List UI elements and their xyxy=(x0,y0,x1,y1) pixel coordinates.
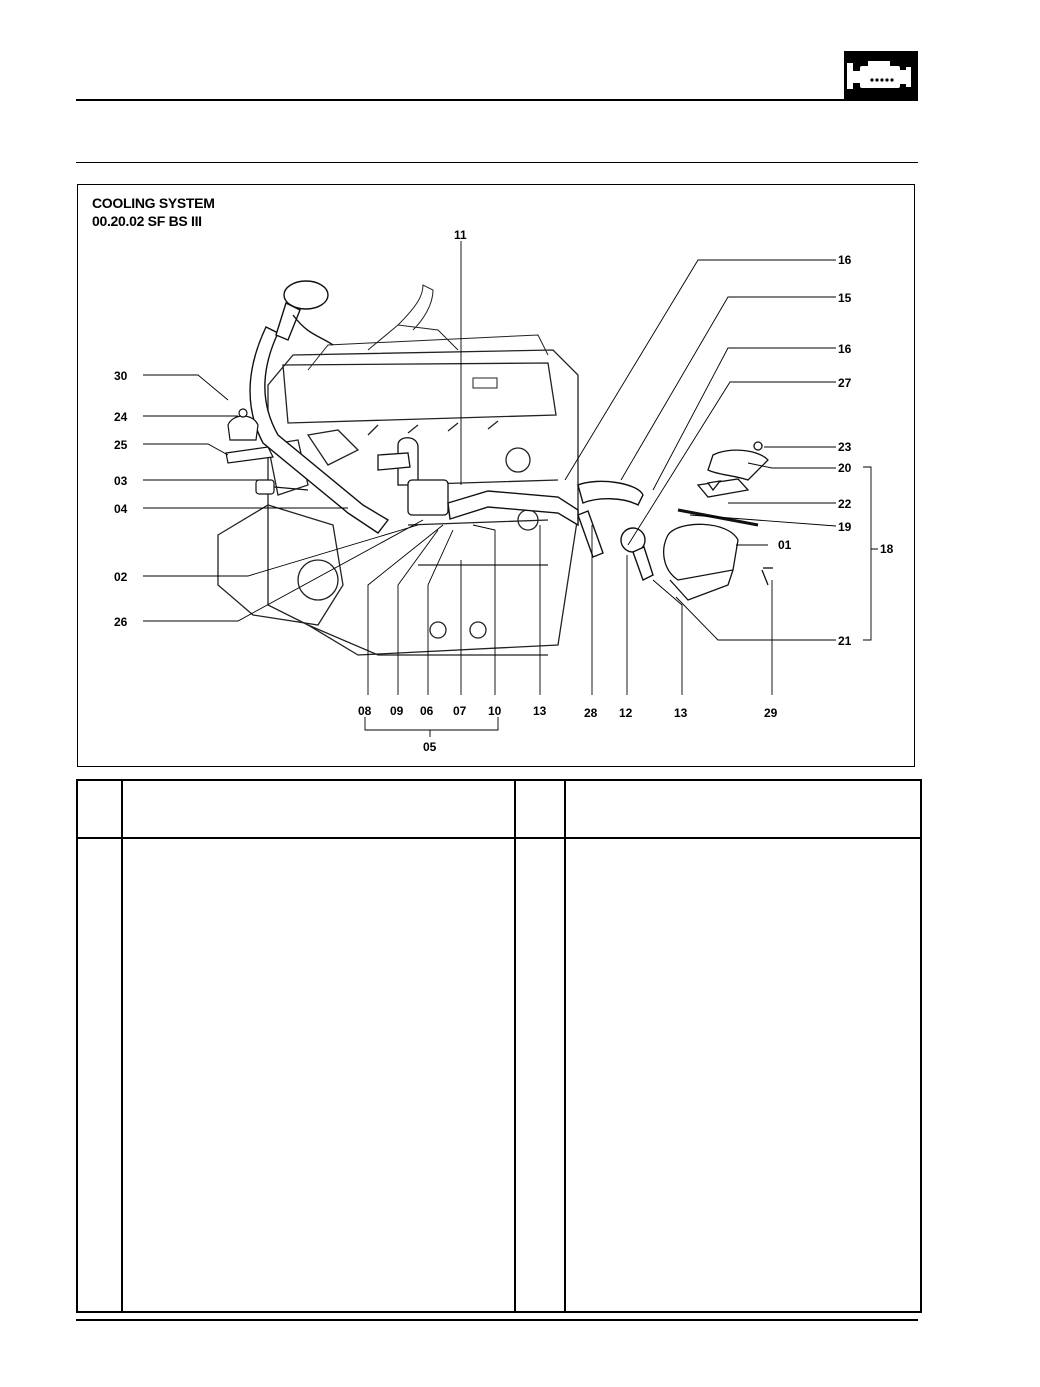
callout-01: 01 xyxy=(778,538,792,552)
header-cell-desc-right xyxy=(564,779,922,839)
callout-08: 08 xyxy=(358,704,372,718)
callout-07: 07 xyxy=(453,704,467,718)
callout-15: 15 xyxy=(838,291,852,305)
diagram-title: COOLING SYSTEM xyxy=(92,195,215,211)
callout-24: 24 xyxy=(114,410,128,424)
table-cell xyxy=(76,837,123,1313)
diagram-code: 00.20.02 SF BS III xyxy=(92,213,202,229)
engine-icon xyxy=(844,51,918,101)
callout-10: 10 xyxy=(488,704,502,718)
callout-23: 23 xyxy=(838,440,852,454)
parts-table xyxy=(76,779,922,1313)
callout-16: 16 xyxy=(838,342,852,356)
callout-09: 09 xyxy=(390,704,404,718)
table-header-row xyxy=(76,779,922,839)
callout-05: 05 xyxy=(423,740,437,754)
callout-11: 11 xyxy=(454,228,467,242)
thermostat-housing xyxy=(377,437,449,516)
callout-26: 26 xyxy=(114,615,128,629)
water-pump-assembly xyxy=(663,441,773,601)
callout-13-left: 13 xyxy=(533,704,547,718)
callout-22: 22 xyxy=(838,497,852,511)
callout-25: 25 xyxy=(114,438,128,452)
callout-04: 04 xyxy=(114,502,128,516)
callout-21: 21 xyxy=(838,634,852,648)
footer-rule xyxy=(76,1319,918,1321)
coolant-pipe xyxy=(447,480,654,581)
header-cell-ref-left xyxy=(76,779,123,839)
callout-18: 18 xyxy=(880,542,894,556)
table-cell xyxy=(121,837,516,1313)
callout-29: 29 xyxy=(764,706,778,720)
header-cell-ref-right xyxy=(514,779,566,839)
callout-16-top: 16 xyxy=(838,253,852,267)
callout-labels: 11 16 15 16 27 23 20 22 19 01 18 21 30 2… xyxy=(114,228,894,754)
header-cell-desc-left xyxy=(121,779,516,839)
table-row xyxy=(76,837,922,1313)
engine-cooling-drawing: 11 16 15 16 27 23 20 22 19 01 18 21 30 2… xyxy=(114,228,894,754)
callout-20: 20 xyxy=(838,461,852,475)
callout-27: 27 xyxy=(838,376,852,390)
callout-12: 12 xyxy=(619,706,633,720)
callout-13-right: 13 xyxy=(674,706,688,720)
table-cell xyxy=(564,837,922,1313)
section-rule xyxy=(76,162,918,163)
callout-30: 30 xyxy=(114,369,128,383)
callout-03: 03 xyxy=(114,474,128,488)
leader-lines xyxy=(143,241,878,737)
exploded-diagram: 11 16 15 16 27 23 20 22 19 01 18 21 30 2… xyxy=(77,184,915,767)
header-rule xyxy=(76,99,918,101)
table-cell xyxy=(514,837,566,1313)
left-fittings xyxy=(225,408,309,495)
callout-02: 02 xyxy=(114,570,128,584)
callout-19: 19 xyxy=(838,520,852,534)
cylinder-head xyxy=(307,284,549,389)
callout-06: 06 xyxy=(420,704,434,718)
upper-hose xyxy=(249,280,390,534)
callout-28: 28 xyxy=(584,706,598,720)
